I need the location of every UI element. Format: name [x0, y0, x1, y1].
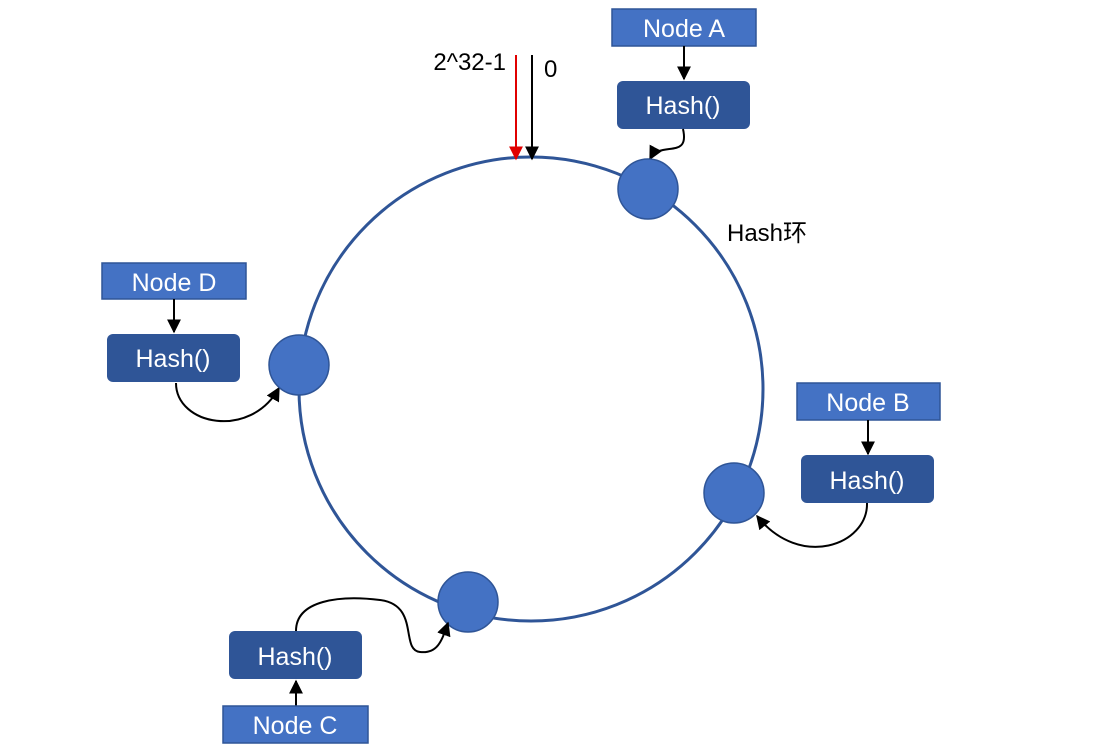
node-a-label: Node A [643, 15, 725, 43]
node-d-hash-connector [175, 382, 280, 423]
node-a-box [611, 8, 757, 47]
node-a-hash-box [617, 81, 750, 129]
node-d-group: Node D Hash() [101, 262, 330, 423]
node-d-ring-point [268, 334, 330, 396]
hash-ring [297, 155, 765, 623]
node-d-hash-box [107, 334, 240, 382]
node-a-hash-label: Hash() [645, 92, 720, 120]
max-value-label: 2^32-1 [433, 49, 506, 76]
node-b-group: Node B Hash() [703, 382, 941, 548]
node-d-label: Node D [132, 269, 217, 297]
node-c-ring-point [437, 571, 499, 633]
node-c-hash-box [229, 631, 362, 679]
node-b-hash-label: Hash() [829, 467, 904, 495]
node-c-box [222, 705, 369, 744]
ring-label: Hash环 [727, 220, 807, 247]
node-c-hash-label: Hash() [257, 643, 332, 671]
node-a-group: Node A Hash() [611, 8, 757, 220]
node-c-label: Node C [253, 712, 338, 740]
node-c-group: Hash() Node C [222, 571, 499, 744]
node-a-hash-connector [649, 128, 686, 161]
node-b-label: Node B [826, 389, 909, 417]
node-d-box [101, 262, 247, 300]
zero-value-label: 0 [544, 56, 557, 83]
node-b-hash-connector [756, 502, 869, 548]
node-a-ring-point [617, 158, 679, 220]
node-b-ring-point [703, 462, 765, 524]
node-c-hash-connector [295, 597, 451, 654]
node-b-hash-box [801, 455, 934, 503]
node-b-box [796, 382, 941, 421]
node-d-hash-label: Hash() [135, 345, 210, 373]
